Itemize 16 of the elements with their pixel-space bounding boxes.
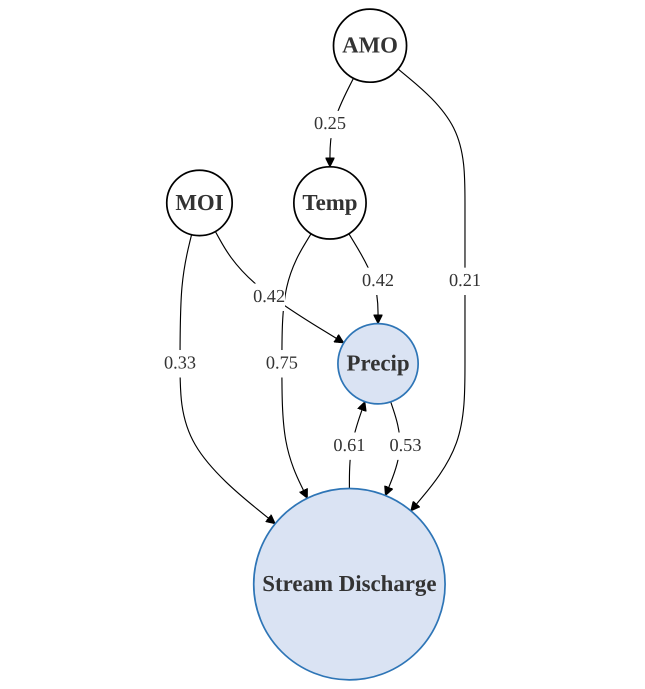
edge-label: 0.33	[164, 353, 196, 373]
edge-label: 0.53	[389, 436, 422, 456]
edge-label: 0.61	[333, 436, 366, 456]
edge-label: 0.75	[266, 353, 298, 373]
node-circle: Temp	[293, 166, 367, 240]
edge-label: 0.42	[253, 286, 286, 306]
arrow	[179, 234, 276, 524]
arrow	[214, 231, 344, 344]
arrow	[398, 68, 466, 512]
edge-label: 0.21	[448, 271, 481, 290]
node-circle: Stream Discharge	[252, 488, 446, 681]
node-circle: AMO	[332, 8, 408, 84]
node-circle: MOI	[166, 169, 234, 236]
node-circle: Precip	[337, 322, 419, 405]
edge-label: 0.25	[314, 114, 346, 134]
edge-label: 0.42	[362, 271, 394, 290]
